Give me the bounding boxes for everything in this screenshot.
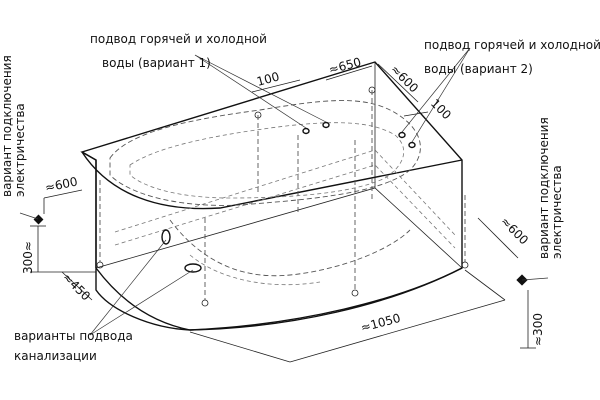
leg <box>368 86 376 200</box>
support-legs <box>96 86 469 307</box>
dim-100-right: 100 <box>428 96 454 122</box>
electric-left-label-line1: вариант подключения <box>0 55 14 197</box>
water-inlet-1a <box>302 127 310 135</box>
dim-600-left: ≈600 <box>44 174 79 195</box>
dimension-lines <box>30 63 536 363</box>
electric-left-label-line2: электричества <box>13 103 27 197</box>
electric-right-label-line2: электричества <box>550 165 564 259</box>
water-inlet-1b <box>322 121 330 129</box>
dim-100-left: 100 <box>255 69 281 88</box>
drain-outlet-1 <box>161 229 171 245</box>
leg <box>254 111 262 195</box>
leg <box>461 195 469 269</box>
tub-bowl <box>109 100 456 286</box>
leader-lines <box>19 47 549 336</box>
dim-600-top: ≈600 <box>388 62 421 95</box>
water-variant1-label-line2: воды (вариант 1) <box>102 56 211 70</box>
water-inlet-2b <box>408 141 416 149</box>
dim-650: ≈650 <box>327 55 362 77</box>
water-variant1-label-line1: подвод горячей и холодной <box>90 32 267 46</box>
electric-socket-left <box>33 214 44 225</box>
drain-outlet-2 <box>184 263 202 273</box>
leg <box>96 180 104 269</box>
drain-label-line1: варианты подвода <box>14 329 133 343</box>
connection-points <box>33 121 528 286</box>
drain-label-line2: канализации <box>14 349 97 363</box>
water-variant2-label-line2: воды (вариант 2) <box>424 62 533 76</box>
leg <box>201 218 209 307</box>
electric-right-label-line1: вариант подключения <box>537 117 551 259</box>
dim-450: ≈450 <box>60 270 93 303</box>
water-variant2-label-line1: подвод горячей и холодной <box>424 38 600 52</box>
dim-300-right: ≈300 <box>531 313 545 346</box>
dim-300-left: 300≈ <box>21 241 35 274</box>
leg <box>351 140 359 297</box>
water-inlet-2a <box>398 131 406 139</box>
